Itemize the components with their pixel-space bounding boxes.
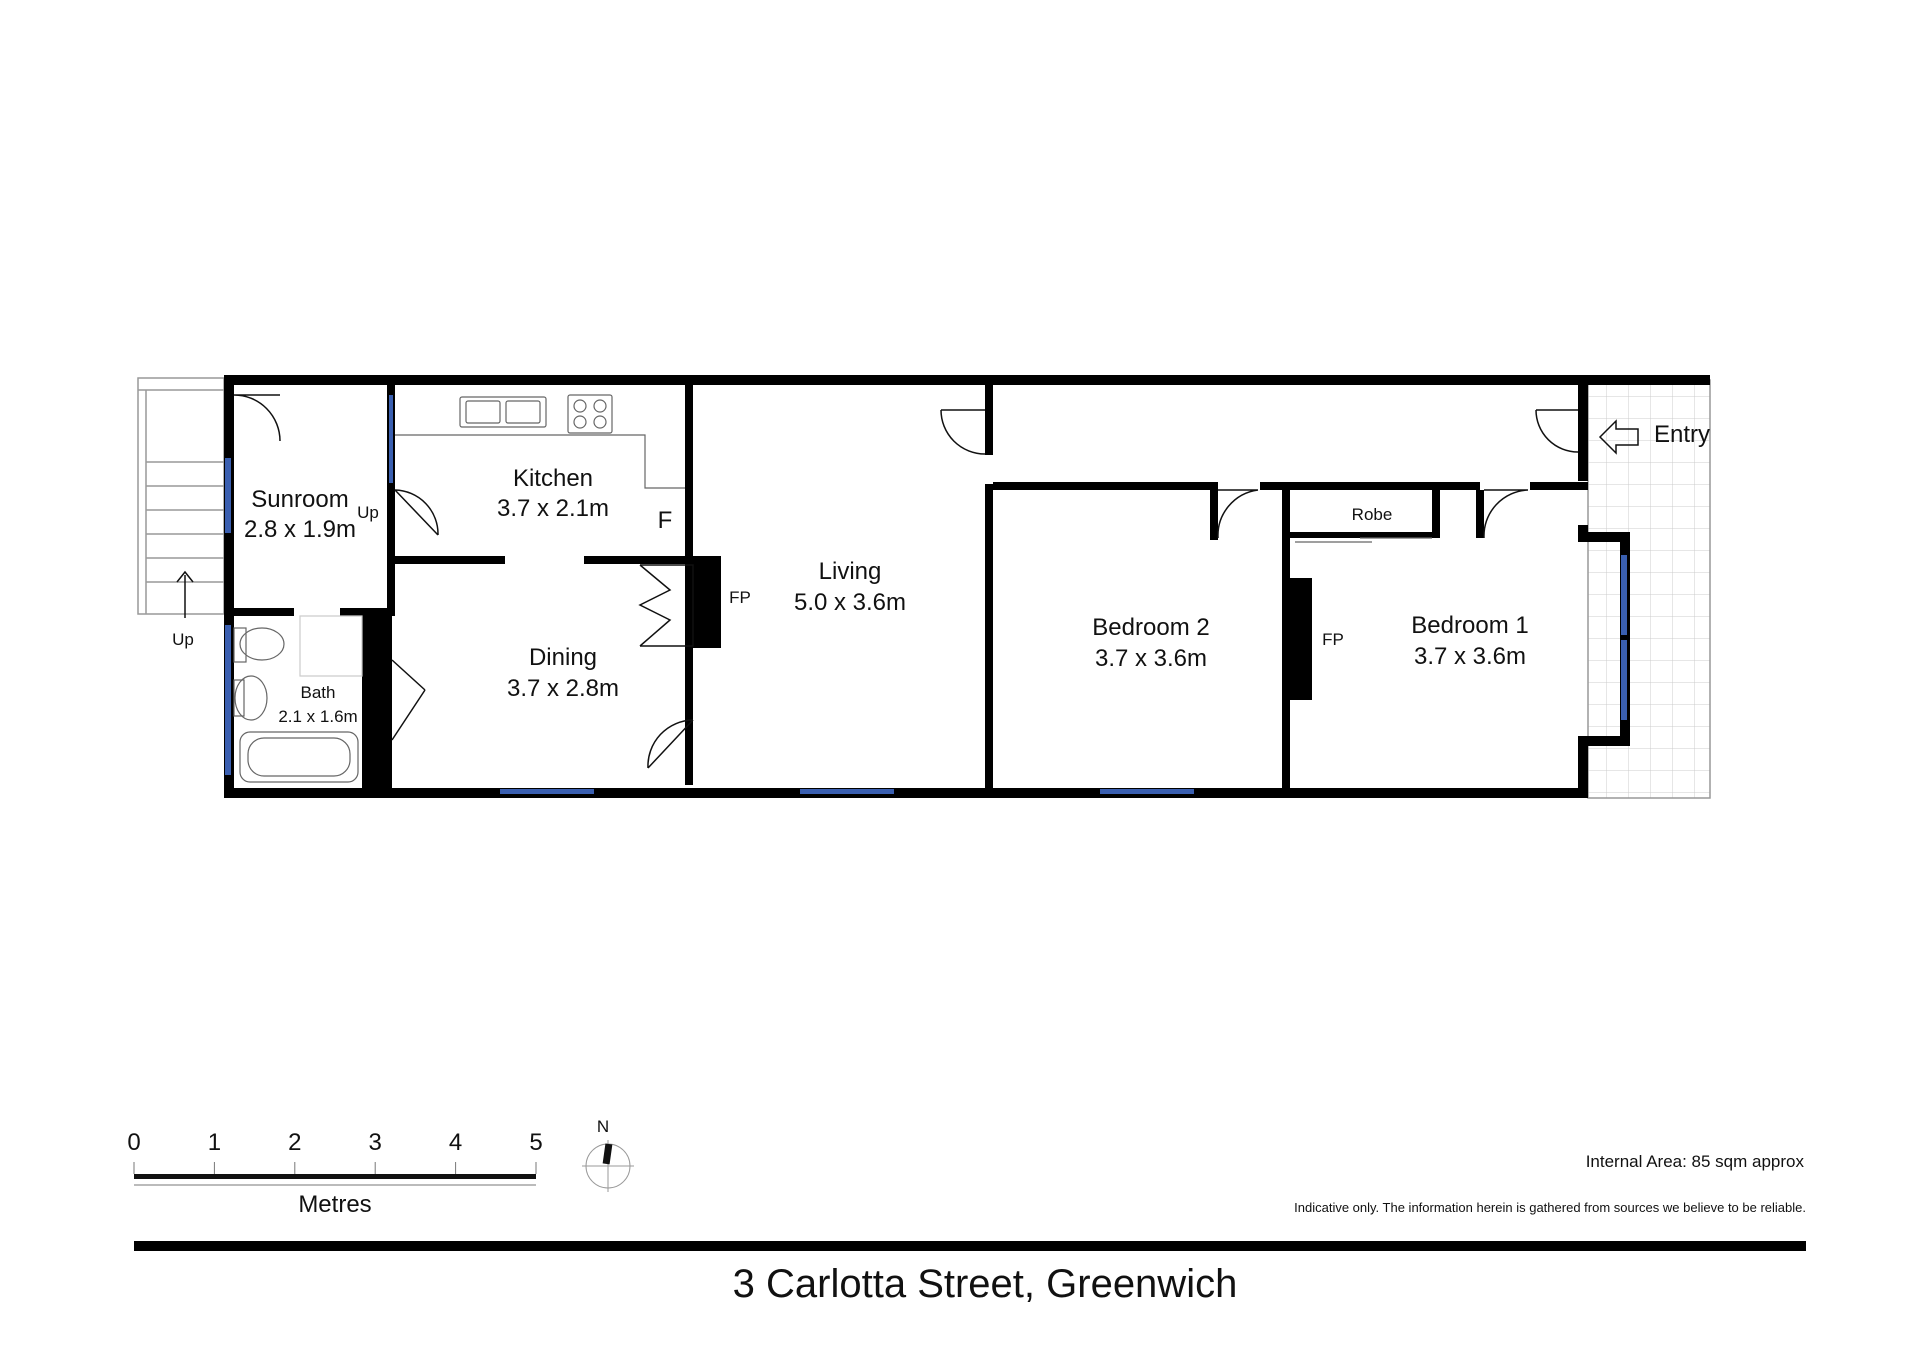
walls xyxy=(224,375,1710,798)
fridge-label: F xyxy=(658,507,673,534)
scale-tick-label: 1 xyxy=(208,1129,221,1156)
bedroom1-name: Bedroom 1 xyxy=(1411,612,1528,639)
robe-label: Robe xyxy=(1352,505,1393,524)
stairs-up-label: Up xyxy=(172,630,194,649)
scale-unit-label: Metres xyxy=(298,1191,371,1218)
bedroom1-fireplace-label: FP xyxy=(1322,630,1344,649)
kitchen-dims: 3.7 x 2.1m xyxy=(497,495,609,522)
sunroom-name: Sunroom xyxy=(251,486,348,513)
entry-arrow-icon xyxy=(1598,419,1639,455)
sunroom-up-label: Up xyxy=(357,503,379,522)
sunroom-dims: 2.8 x 1.9m xyxy=(244,516,356,543)
robe-door xyxy=(1295,537,1432,543)
kitchen-name: Kitchen xyxy=(513,465,593,492)
scale-tick-label: 2 xyxy=(288,1129,301,1156)
rear-stairs xyxy=(137,377,225,618)
scale-tick-label: 3 xyxy=(369,1129,382,1156)
kitchen-bench xyxy=(395,394,685,489)
scale-tick-label: 0 xyxy=(127,1129,140,1156)
windows xyxy=(225,395,1627,794)
living-name: Living xyxy=(819,558,882,585)
compass-icon: N xyxy=(582,1117,634,1192)
scale-tick-label: 4 xyxy=(449,1129,462,1156)
footer-rule xyxy=(134,1241,1806,1251)
dining-name: Dining xyxy=(529,644,597,671)
property-address: 3 Carlotta Street, Greenwich xyxy=(732,1262,1238,1306)
entry-porch xyxy=(1587,379,1711,799)
scale-bar: 0 1 2 3 4 5 Metres xyxy=(127,1129,542,1218)
bath-fixtures xyxy=(233,615,363,783)
living-dims: 5.0 x 3.6m xyxy=(794,589,906,616)
bedroom1-dims: 3.7 x 3.6m xyxy=(1414,643,1526,670)
living-fireplace-label: FP xyxy=(729,588,751,607)
dining-dims: 3.7 x 2.8m xyxy=(507,675,619,702)
entry-label: Entry xyxy=(1654,421,1710,448)
internal-area-note: Internal Area: 85 sqm approx xyxy=(1585,1152,1804,1171)
bedroom2-dims: 3.7 x 3.6m xyxy=(1095,645,1207,672)
bedroom2-name: Bedroom 2 xyxy=(1092,614,1209,641)
compass-north-label: N xyxy=(597,1117,609,1136)
bath-dims: 2.1 x 1.6m xyxy=(278,707,357,726)
scale-tick-label: 5 xyxy=(529,1129,542,1156)
doors xyxy=(233,394,1579,769)
bath-name: Bath xyxy=(301,683,336,702)
disclaimer-note: Indicative only. The information herein … xyxy=(1294,1200,1806,1215)
